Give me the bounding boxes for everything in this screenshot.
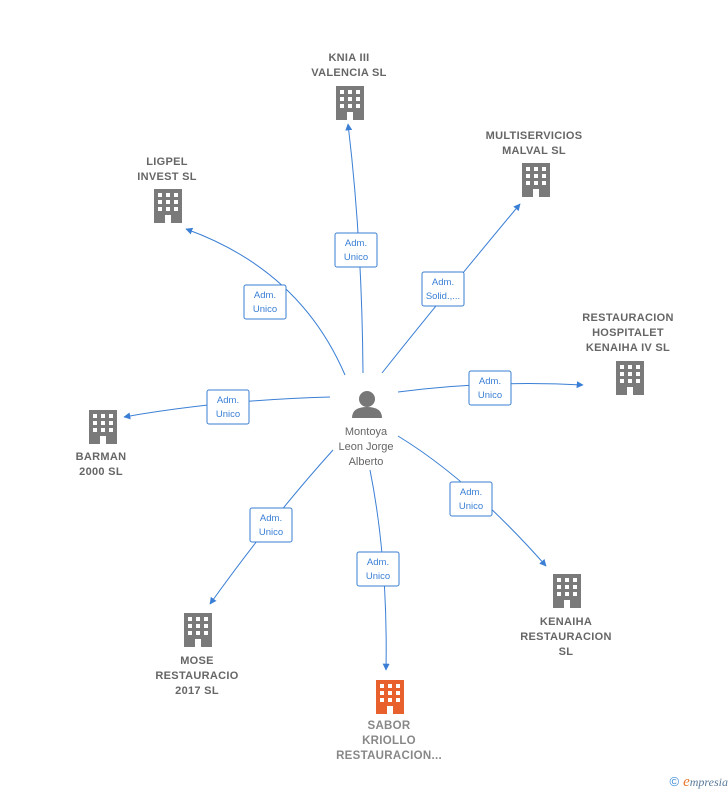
nodes-layer: KNIA III VALENCIA SL MULTISERVICIOS MALVAL … [76,52,674,762]
company-name-line: MALVAL SL [502,145,566,157]
role-text: Unico [253,304,277,315]
person-name-line: Montoya [345,426,388,438]
company-node-barman[interactable]: BARMAN 2000 SL [76,410,127,478]
company-node-kenaiha[interactable]: KENAIHA RESTAURACION SL [520,574,611,658]
role-badge-box [334,232,378,268]
building-icon [336,86,364,120]
brand-logo-text: mpresia [689,775,728,789]
brand-logo-initial: e [683,774,690,790]
company-name-line: RESTAURACION... [336,750,442,762]
company-name-line: HOSPITALET [592,327,664,339]
role-badge-sabor[interactable]: Adm. Unico [356,551,400,587]
company-node-multiservicios[interactable]: MULTISERVICIOS MALVAL SL [486,130,583,197]
role-text: Solid.,... [426,291,460,302]
role-badge-box [356,551,400,587]
building-icon [553,574,581,608]
role-text: Adm. [254,290,276,301]
company-name-line: KRIOLLO [362,735,416,747]
role-text: Adm. [367,557,389,568]
role-badge-box [421,271,465,307]
company-name-line: MULTISERVICIOS [486,130,583,142]
company-name-line: KENAIHA IV SL [586,342,670,354]
company-node-mose[interactable]: MOSE RESTAURACIO 2017 SL [155,613,238,697]
role-badge-box [468,370,512,406]
company-name-line: MOSE [180,655,214,667]
company-name-line: LIGPEL [146,156,188,168]
role-badge-multiservicios[interactable]: Adm. Solid.,... [421,271,465,307]
company-node-restauracion-hospitalet[interactable]: RESTAURACION HOSPITALET KENAIHA IV SL [582,312,673,395]
copyright-symbol: © [669,774,680,789]
role-badge-barman[interactable]: Adm. Unico [206,389,250,425]
role-badge-restauracion-hospitalet[interactable]: Adm. Unico [468,370,512,406]
role-badge-box [206,389,250,425]
role-text: Adm. [260,513,282,524]
company-name-line: RESTAURACION [582,312,673,324]
role-text: Unico [344,252,368,263]
building-icon [616,361,644,395]
company-name-line: 2017 SL [175,685,219,697]
building-icon [154,189,182,223]
center-person-node[interactable]: Montoya Leon Jorge Alberto [338,391,394,468]
role-text: Unico [259,527,283,538]
company-node-sabor[interactable]: SABOR KRIOLLO RESTAURACION... [336,680,442,762]
building-icon [184,613,212,647]
role-text: Adm. [345,238,367,249]
role-text: Adm. [432,277,454,288]
role-badge-box [449,481,493,517]
role-badge-knia[interactable]: Adm. Unico [334,232,378,268]
edges-layer [123,123,584,671]
company-name-line: BARMAN [76,451,127,463]
company-name-line: RESTAURACIO [155,670,238,682]
role-badge-ligpel[interactable]: Adm. Unico [243,284,287,320]
footer-brand: ©empresia [670,774,728,791]
company-name-line: SL [559,646,574,658]
company-name-line: KNIA III [328,52,369,64]
building-icon [522,163,550,197]
role-text: Unico [216,409,240,420]
company-node-knia[interactable]: KNIA III VALENCIA SL [311,52,386,120]
role-text: Adm. [217,395,239,406]
company-name-line: 2000 SL [79,466,123,478]
company-name-line: VALENCIA SL [311,67,386,79]
role-badge-box [243,284,287,320]
role-text: Unico [459,501,483,512]
company-name-line: INVEST SL [137,171,197,183]
role-text: Adm. [460,487,482,498]
person-icon [352,391,382,418]
role-badge-mose[interactable]: Adm. Unico [249,507,293,543]
company-name-line: SABOR [367,720,410,732]
person-name-line: Leon Jorge [338,441,393,453]
role-text: Unico [478,390,502,401]
building-icon [376,680,404,714]
building-icon [89,410,117,444]
company-node-ligpel[interactable]: LIGPEL INVEST SL [137,156,197,223]
company-name-line: KENAIHA [540,616,592,628]
person-name-line: Alberto [349,456,384,468]
roles-layer: Adm.UnicoAdm.Solid.,...Adm.UnicoAdm.Unic… [206,232,512,587]
company-name-line: RESTAURACION [520,631,611,643]
role-badge-box [249,507,293,543]
role-text: Adm. [479,376,501,387]
role-text: Unico [366,571,390,582]
role-badge-kenaiha[interactable]: Adm. Unico [449,481,493,517]
